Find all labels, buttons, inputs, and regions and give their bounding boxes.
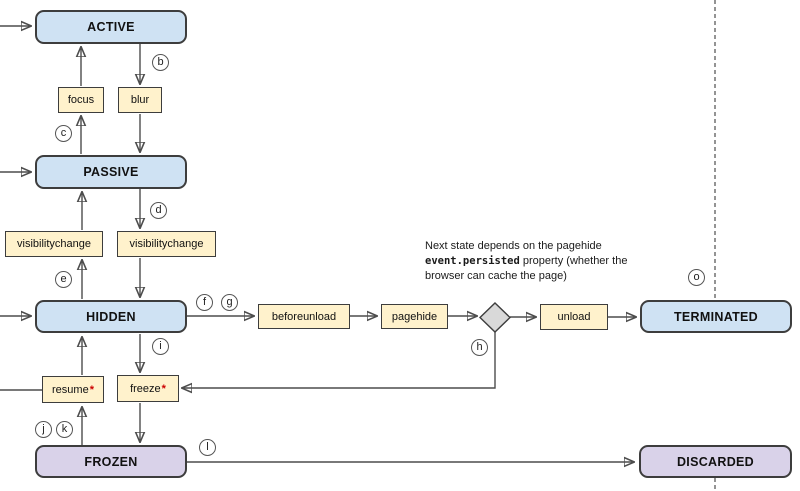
- step-label-l: l: [199, 439, 216, 456]
- state-discarded-label: DISCARDED: [676, 454, 754, 469]
- event-blur-label: blur: [130, 94, 150, 106]
- state-hidden: HIDDEN: [35, 300, 187, 333]
- event-beforeunload-label: beforeunload: [271, 310, 337, 323]
- state-frozen: FROZEN: [35, 445, 187, 478]
- event-pagehide-label: pagehide: [391, 310, 438, 323]
- note-text-before: Next state depends on the pagehide: [425, 240, 602, 252]
- note-code: event.persisted: [425, 255, 520, 267]
- state-terminated-label: TERMINATED: [673, 309, 758, 324]
- arrow-decision-to-freeze: [182, 332, 496, 388]
- state-discarded: DISCARDED: [639, 445, 792, 478]
- step-label-k: k: [56, 421, 73, 438]
- step-label-c: c: [55, 125, 72, 142]
- state-passive-label: PASSIVE: [83, 165, 139, 179]
- event-focus: focus: [58, 87, 104, 113]
- event-freeze: freeze*: [117, 375, 179, 402]
- step-label-f: f: [196, 294, 213, 311]
- event-unload-label: unload: [557, 311, 591, 323]
- step-label-g: g: [221, 294, 238, 311]
- step-letter: h: [476, 341, 483, 353]
- event-pagehide: pagehide: [381, 304, 448, 329]
- event-freeze-label: freeze: [130, 382, 161, 395]
- state-active: ACTIVE: [35, 10, 187, 44]
- step-label-i: i: [152, 338, 169, 355]
- step-label-d: d: [150, 202, 167, 219]
- note-text-after: property (whether the browser can cache …: [425, 255, 628, 282]
- pagehide-note: Next state depends on the pagehide event…: [425, 239, 637, 284]
- step-letter: f: [202, 296, 207, 308]
- state-passive: PASSIVE: [35, 155, 187, 189]
- state-active-label: ACTIVE: [87, 20, 135, 34]
- event-focus-label: focus: [67, 94, 95, 106]
- step-letter: i: [159, 340, 162, 352]
- step-label-e: e: [55, 271, 72, 288]
- step-letter: l: [206, 441, 209, 453]
- step-letter: b: [157, 56, 164, 68]
- step-letter: j: [42, 423, 45, 435]
- step-label-b: b: [152, 54, 169, 71]
- resume-asterisk: *: [89, 383, 94, 396]
- step-letter: o: [693, 271, 700, 283]
- event-resume-label: resume: [52, 383, 89, 396]
- step-label-o: o: [688, 269, 705, 286]
- step-label-h: h: [471, 339, 488, 356]
- step-letter: d: [155, 204, 162, 216]
- decision-diamond: [478, 302, 512, 333]
- event-resume: resume*: [42, 376, 104, 403]
- event-unload: unload: [540, 304, 608, 330]
- state-terminated: TERMINATED: [640, 300, 792, 333]
- event-visibilitychange-label: visibilitychange: [17, 238, 91, 250]
- state-frozen-label: FROZEN: [84, 454, 138, 469]
- event-visibilitychange-label: visibilitychange: [129, 238, 204, 250]
- state-hidden-label: HIDDEN: [86, 309, 136, 324]
- event-blur: blur: [118, 87, 162, 113]
- step-letter: e: [60, 273, 67, 285]
- event-visibilitychange-to-passive: visibilitychange: [5, 231, 103, 257]
- step-letter: g: [226, 296, 233, 308]
- event-visibilitychange-to-hidden: visibilitychange: [117, 231, 216, 257]
- step-label-j: j: [35, 421, 52, 438]
- freeze-asterisk: *: [161, 382, 166, 395]
- step-letter: k: [61, 423, 68, 435]
- event-beforeunload: beforeunload: [258, 304, 350, 329]
- step-letter: c: [60, 127, 67, 139]
